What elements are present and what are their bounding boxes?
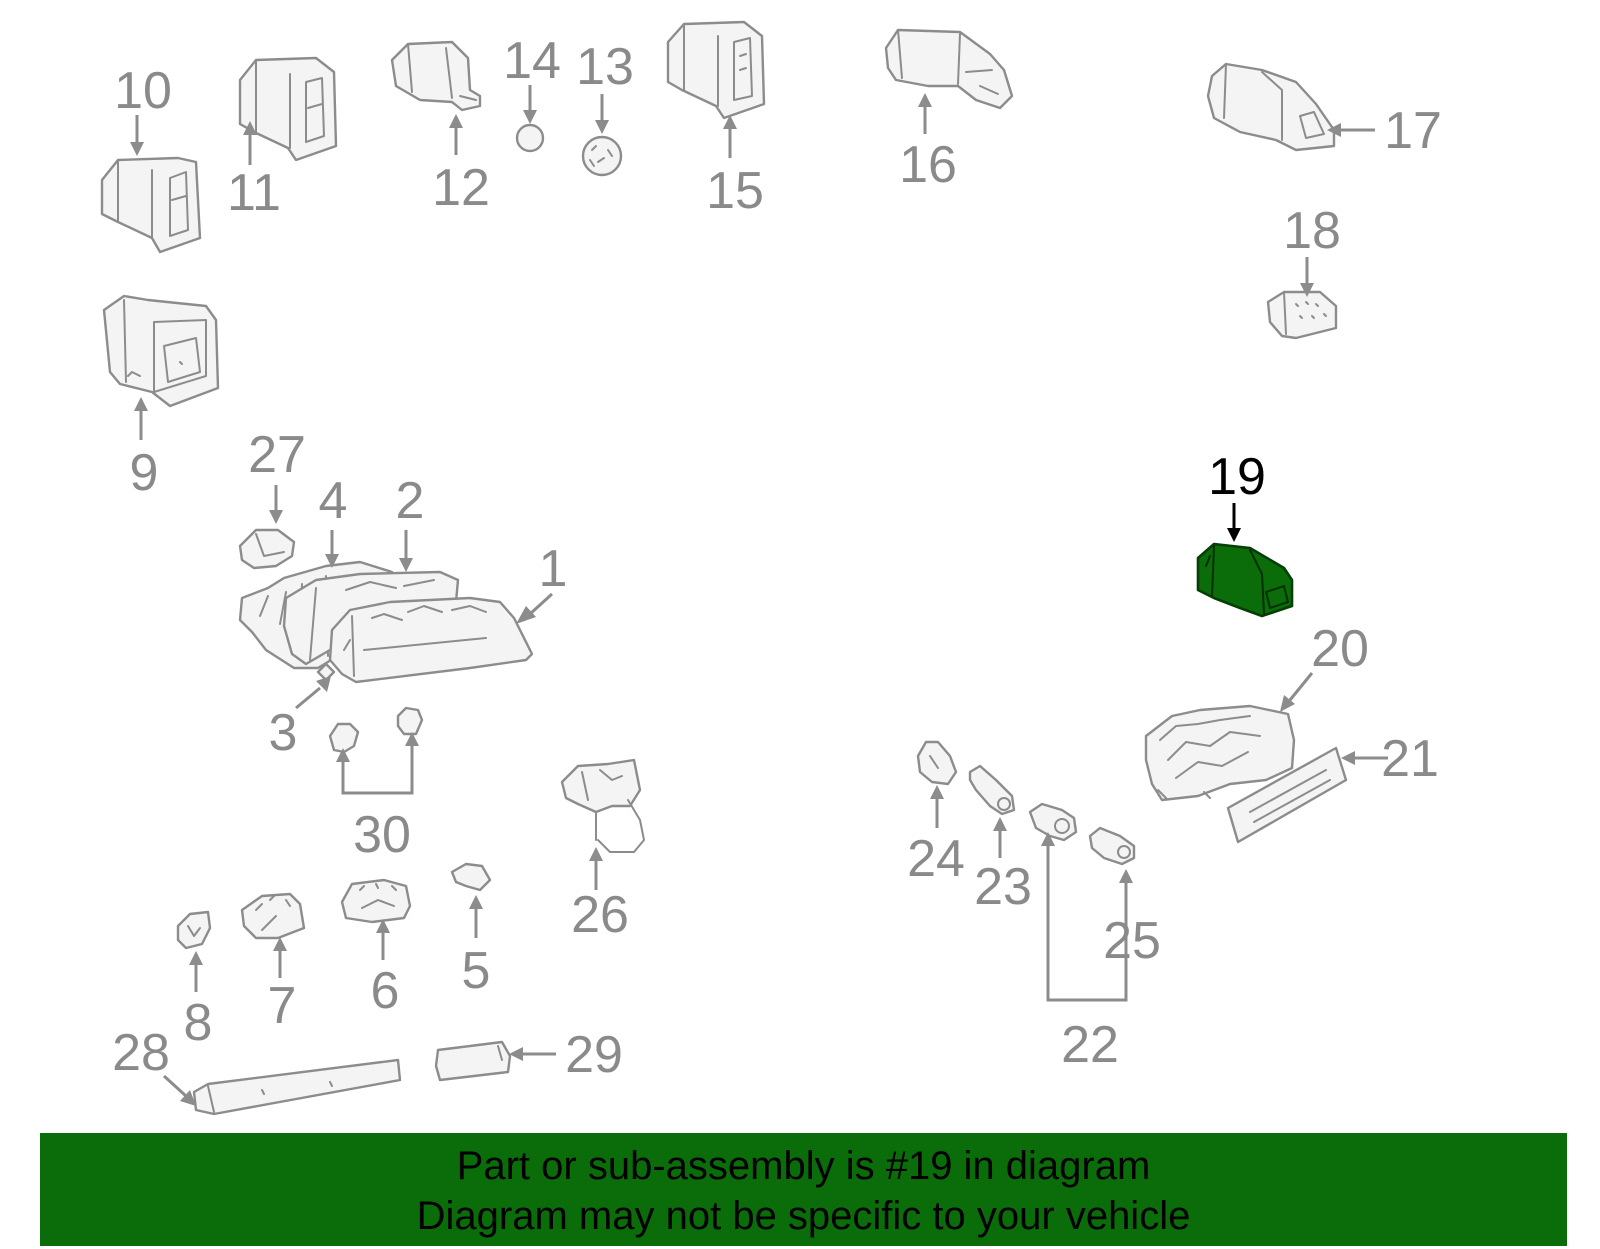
svg-text:15: 15 (706, 162, 764, 220)
svg-text:24: 24 (907, 830, 965, 888)
svg-text:19: 19 (1208, 448, 1266, 506)
svg-text:28: 28 (112, 1024, 170, 1082)
callout-19: 19 (1208, 448, 1266, 542)
part-15-switch[interactable] (666, 20, 766, 120)
callout-3: 3 (269, 676, 331, 762)
svg-text:13: 13 (576, 38, 634, 96)
callout-16: 16 (899, 93, 957, 194)
part-12-knob-switch[interactable] (390, 40, 482, 112)
svg-text:16: 16 (899, 136, 957, 194)
callout-18: 18 (1283, 202, 1341, 297)
svg-text:5: 5 (462, 942, 491, 1000)
callout-12: 12 (432, 114, 490, 217)
callout-23: 23 (974, 817, 1032, 916)
part-10-switch[interactable] (100, 156, 202, 254)
svg-text:4: 4 (319, 472, 348, 530)
callout-15: 15 (706, 115, 764, 220)
part-20-bracket[interactable] (1144, 704, 1296, 802)
part-23-socket[interactable] (968, 764, 1016, 816)
callout-29: 29 (509, 1026, 623, 1084)
part-30-bulb-right[interactable] (396, 706, 424, 736)
svg-text:10: 10 (114, 62, 172, 120)
part-5-socket[interactable] (450, 862, 492, 892)
svg-text:20: 20 (1311, 620, 1369, 678)
callout-30: 30 (336, 732, 419, 864)
part-7-gauge[interactable] (240, 892, 306, 940)
part-29-trim-piece[interactable] (434, 1040, 512, 1082)
svg-text:26: 26 (571, 886, 629, 944)
part-11-switch[interactable] (238, 56, 338, 162)
part-6-gauge[interactable] (340, 878, 412, 924)
part-9-dial-switch[interactable] (102, 294, 220, 408)
part-25-bulb[interactable] (1088, 826, 1136, 866)
svg-text:9: 9 (130, 444, 159, 502)
part-3-cluster-screw[interactable] (316, 662, 336, 682)
callout-11: 11 (227, 121, 281, 222)
part-18-connector[interactable] (1266, 290, 1338, 340)
svg-text:12: 12 (432, 159, 490, 217)
part-22-socket[interactable] (1028, 802, 1078, 842)
svg-text:17: 17 (1384, 102, 1442, 160)
part-14-ring[interactable] (515, 123, 545, 153)
callout-10: 10 (114, 62, 172, 156)
callout-20: 20 (1280, 620, 1369, 712)
callout-13: 13 (576, 38, 634, 134)
svg-text:7: 7 (268, 977, 297, 1035)
callout-4: 4 (319, 472, 348, 568)
svg-text:18: 18 (1283, 202, 1341, 260)
callout-6: 6 (371, 919, 400, 1020)
callout-1: 1 (516, 540, 567, 624)
banner-disclaimer-text: Diagram may not be specific to your vehi… (416, 1194, 1191, 1238)
svg-text:14: 14 (503, 32, 561, 90)
part-1-cluster-lens[interactable] (328, 596, 534, 684)
callout-7: 7 (268, 937, 297, 1035)
svg-text:2: 2 (396, 472, 425, 530)
part-13-knob[interactable] (581, 135, 623, 177)
callout-22: 22 (1041, 832, 1128, 1074)
part-26-harness[interactable] (560, 758, 645, 853)
svg-text:30: 30 (353, 806, 411, 864)
callout-2: 2 (396, 472, 425, 572)
svg-text:22: 22 (1061, 1016, 1119, 1074)
svg-text:29: 29 (565, 1026, 623, 1084)
svg-text:8: 8 (184, 994, 213, 1052)
svg-text:6: 6 (371, 962, 400, 1020)
callout-24: 24 (907, 785, 965, 888)
callout-27: 27 (248, 426, 306, 524)
part-24-bulb[interactable] (916, 740, 958, 786)
callout-26: 26 (571, 847, 629, 944)
callout-5: 5 (462, 895, 491, 1000)
svg-text:11: 11 (227, 164, 281, 222)
callout-17: 17 (1327, 102, 1442, 160)
banner-part-text: Part or sub-assembly is #19 in diagram (456, 1144, 1151, 1188)
svg-text:1: 1 (539, 540, 568, 598)
callout-14: 14 (503, 32, 561, 124)
svg-text:27: 27 (248, 426, 306, 484)
callout-25: 25 (1103, 869, 1161, 970)
part-21-plate[interactable] (1226, 746, 1348, 844)
callout-8: 8 (184, 951, 213, 1052)
part-28-trim-strip[interactable] (192, 1058, 402, 1116)
part-30-bulb-left[interactable] (328, 722, 360, 754)
callout-9: 9 (130, 397, 159, 502)
part-17-switch[interactable] (1206, 62, 1336, 152)
part-8-bulb[interactable] (176, 910, 212, 950)
svg-text:3: 3 (269, 704, 298, 762)
svg-text:21: 21 (1381, 730, 1439, 788)
part-27-cover[interactable] (238, 528, 296, 570)
part-16-switch[interactable] (884, 28, 1014, 110)
info-banner: Part or sub-assembly is #19 in diagram D… (40, 1133, 1567, 1246)
callout-21: 21 (1341, 730, 1439, 788)
svg-text:25: 25 (1103, 912, 1161, 970)
callout-28: 28 (112, 1024, 196, 1106)
svg-text:23: 23 (974, 858, 1032, 916)
part-19-switch-highlighted[interactable] (1196, 542, 1294, 618)
